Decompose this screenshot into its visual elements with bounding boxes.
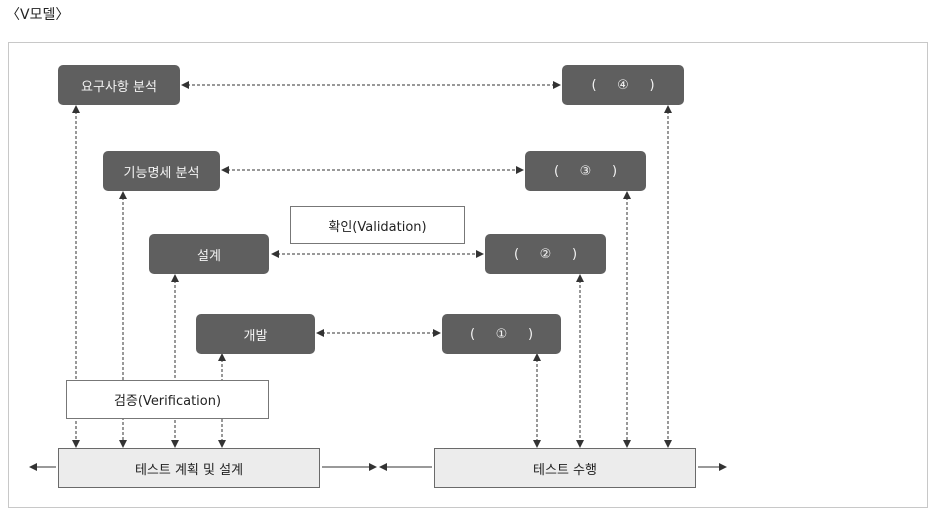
design-box: 설계: [149, 234, 269, 274]
page-title: 〈V모델〉: [6, 7, 70, 23]
validation-label: 확인(Validation): [290, 206, 465, 244]
blank-1-box: ( ① ): [442, 314, 561, 354]
blank-2-box: ( ② ): [485, 234, 606, 274]
functional-spec-analysis-box: 기능명세 분석: [103, 151, 220, 191]
development-box: 개발: [196, 314, 315, 354]
test-planning-bar: 테스트 계획 및 설계: [58, 448, 320, 488]
requirements-analysis-box: 요구사항 분석: [58, 65, 180, 105]
test-execution-bar: 테스트 수행: [434, 448, 696, 488]
verification-label: 검증(Verification): [66, 380, 269, 419]
blank-4-box: ( ④ ): [562, 65, 684, 105]
blank-3-box: ( ③ ): [525, 151, 646, 191]
diagram-frame: [8, 42, 928, 508]
